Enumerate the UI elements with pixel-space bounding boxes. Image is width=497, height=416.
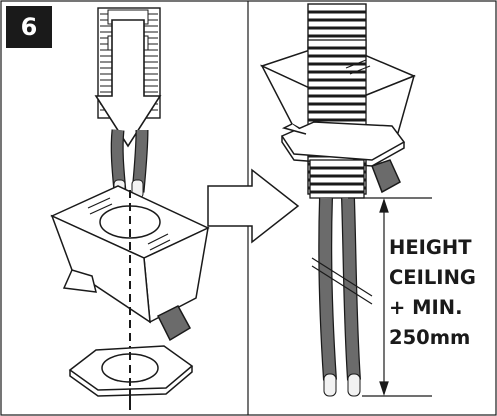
height-dimension — [348, 197, 432, 397]
right-panel-art — [259, 3, 432, 397]
cables-right — [311, 197, 373, 397]
label-line-height: HEIGHT — [389, 236, 472, 259]
down-arrow-icon — [94, 19, 162, 148]
label-line-250mm: 250mm — [389, 326, 471, 349]
label-line-ceiling: CEILING — [389, 266, 476, 289]
left-panel-art — [50, 7, 210, 410]
right-arrow-icon — [207, 168, 300, 244]
bracket-right — [259, 39, 416, 194]
step-number-badge: 6 — [6, 6, 52, 48]
label-line-min: + MIN. — [389, 296, 463, 319]
dimension-label: HEIGHT CEILING + MIN. 250mm — [389, 233, 495, 353]
